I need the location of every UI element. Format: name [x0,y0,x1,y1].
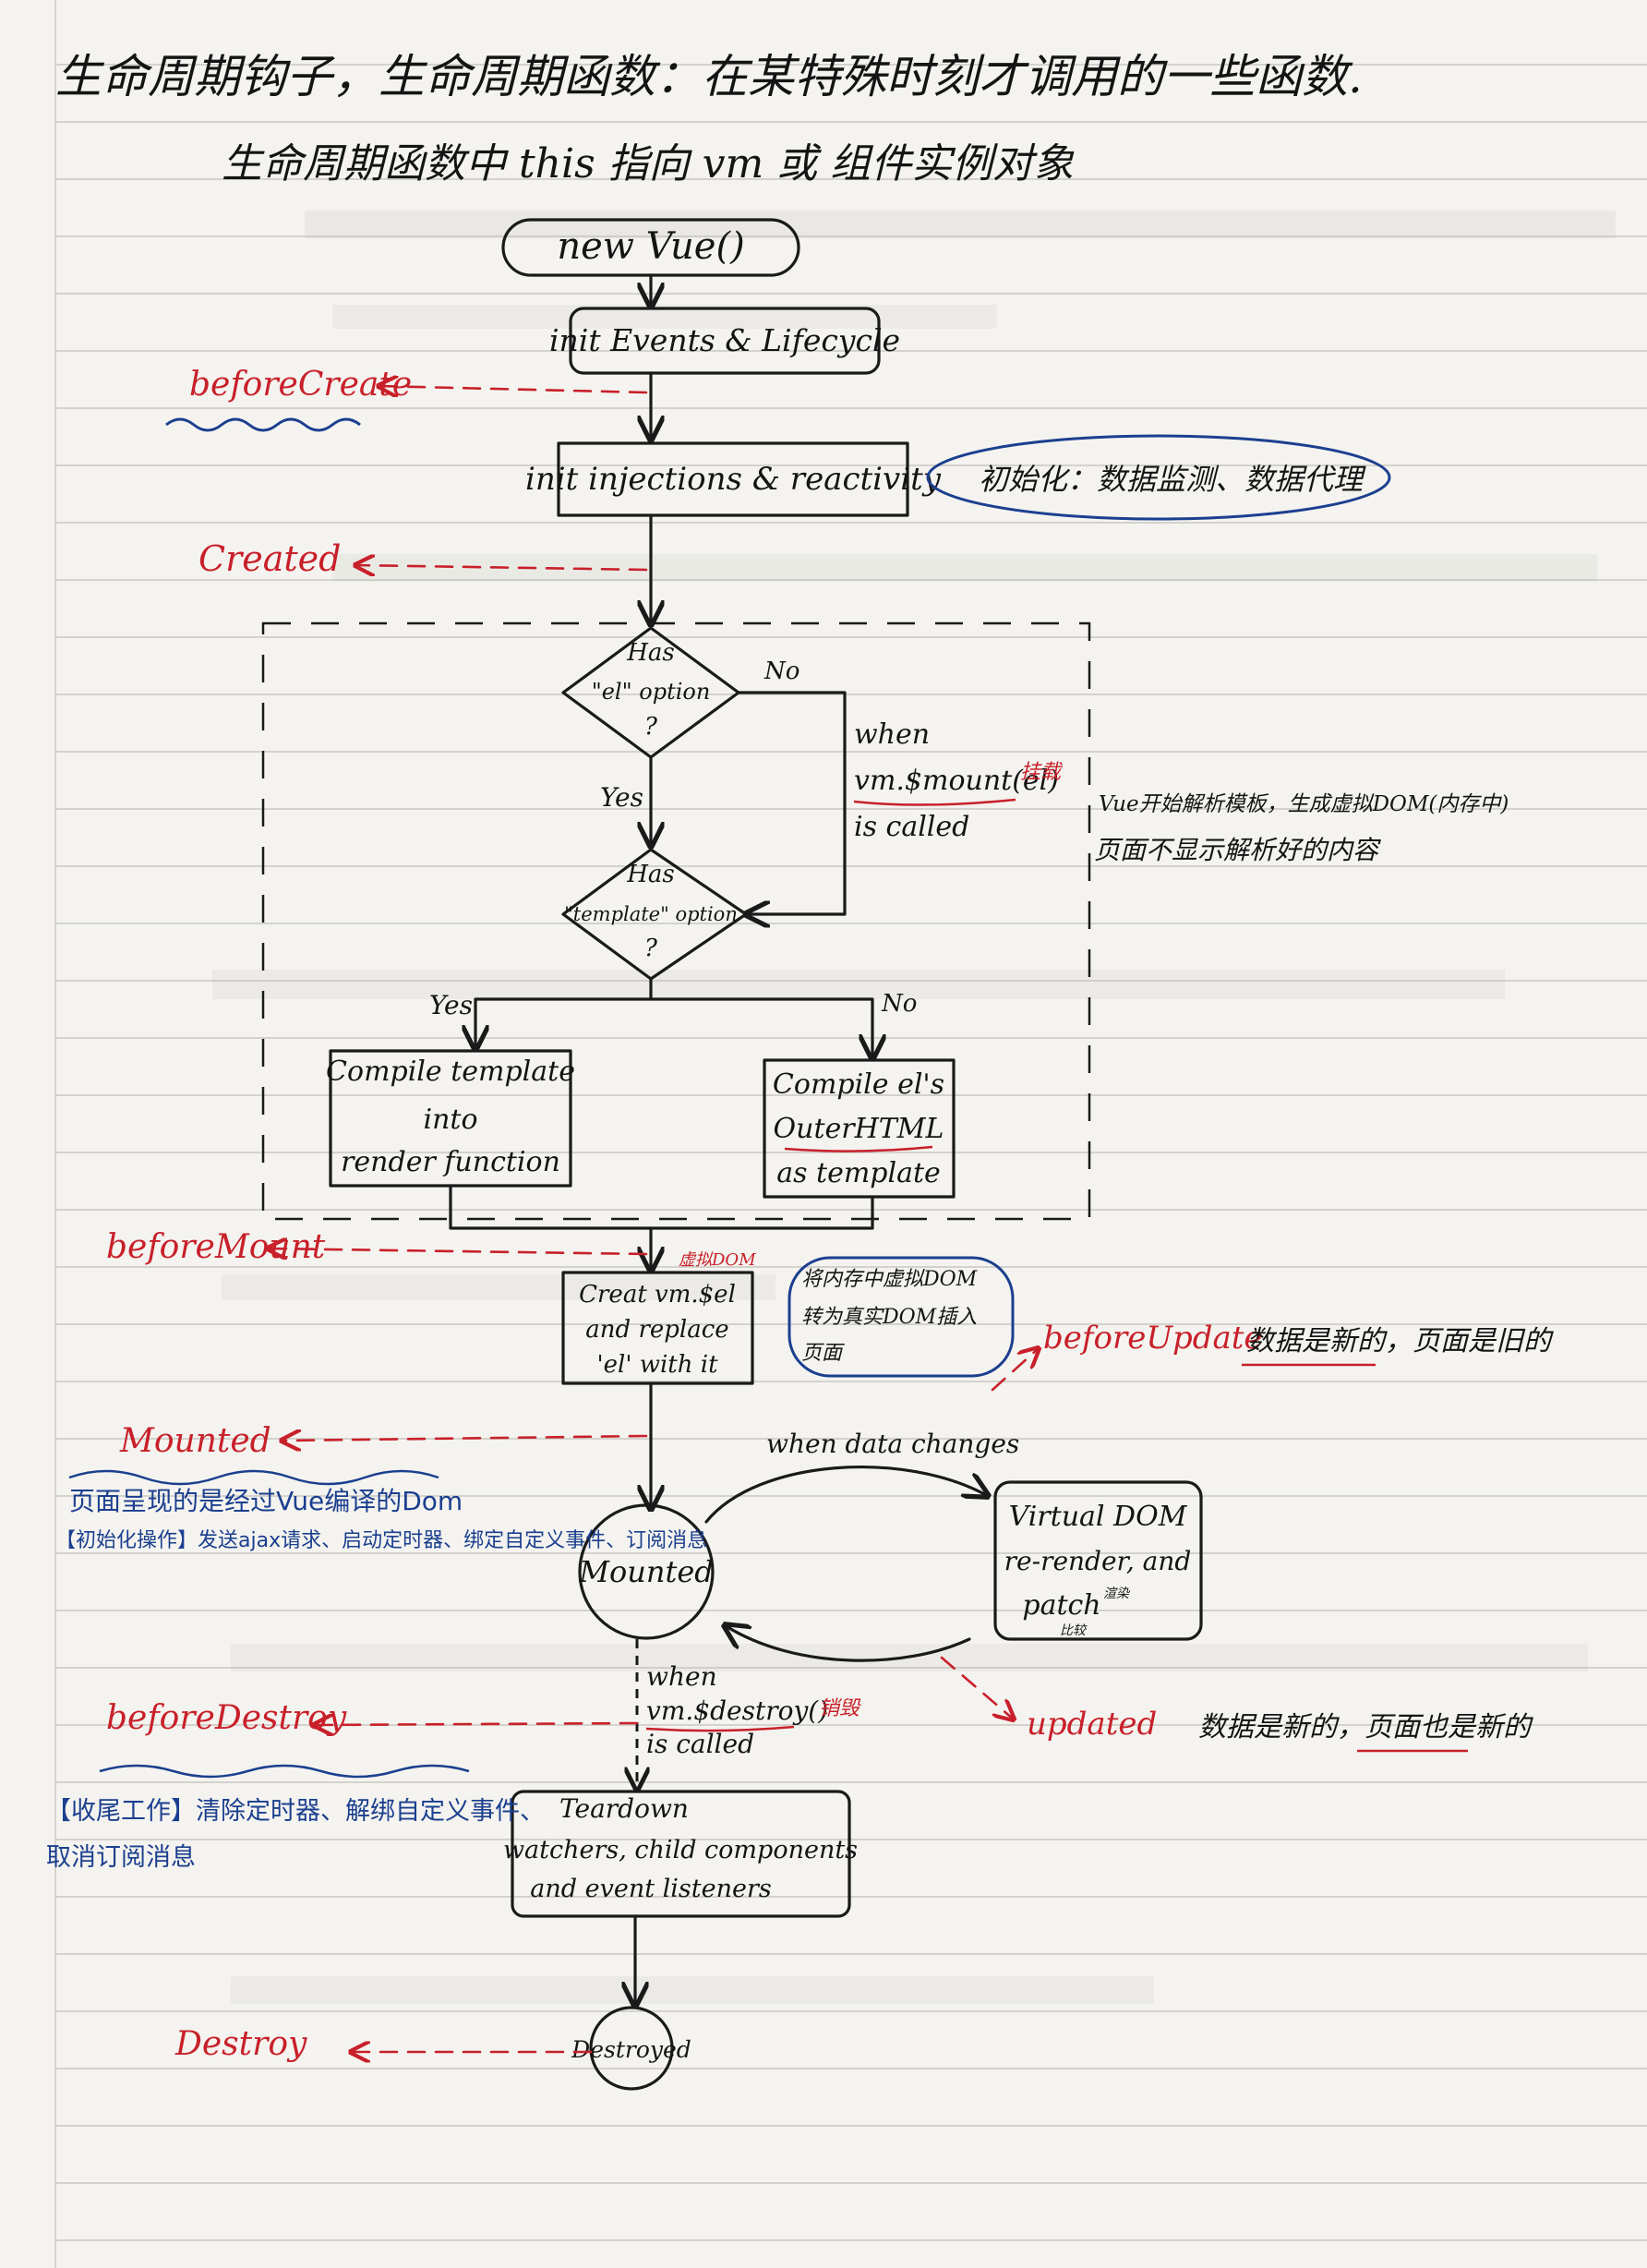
compile-el-line-3: as template [776,1157,941,1189]
init-injections-node [557,441,909,517]
init-injections-label: init injections & reactivity [525,461,942,498]
compile-note-line-1: Vue开始解析模板，生成虚拟DOM(内存中) [1099,792,1509,816]
virtual-dom-line-2: re-render, and [1004,1546,1192,1576]
create-el-note-line-1: 将内存中虚拟DOM [801,1268,978,1291]
has-el-line-2: "el" option [592,679,711,705]
create-el-note-outline [787,1256,1015,1378]
hook-mounted: Mounted [119,1422,271,1460]
when-mount-line-3: is called [854,811,969,843]
mounted-node-label: Mounted [578,1554,714,1589]
mount-tag: 挂载 [1020,761,1064,784]
has-el-no-label: No [763,657,799,685]
hook-before-destroy: beforeDestroy [106,1699,347,1737]
has-template-no-label: No [881,990,917,1018]
compile-template-line-2: into [423,1104,477,1136]
new-vue-label: new Vue() [557,225,744,268]
create-el-note-line-3: 页面 [801,1342,846,1365]
destroyed-node [589,2006,674,2091]
when-mount-line-1: when [854,718,930,751]
header-line-1: 生命周期钩子，生命周期函数：在某特殊时刻才调用的一些函数. [55,50,1363,103]
compile-el-node [763,1058,956,1199]
when-destroy-line-3: is called [646,1729,754,1759]
has-template-line-3: ? [644,935,658,962]
create-el-line-2: and replace [585,1316,728,1344]
bleed-through [212,211,1616,2004]
patch-tag: 比较 [1060,1623,1088,1638]
compile-note-line-2: 页面不显示解析好的内容 [1094,835,1381,865]
has-el-yes-label: Yes [600,782,643,813]
teardown-line-1: Teardown [559,1793,689,1824]
destroy-tag: 销毁 [819,1697,861,1720]
compile-el-line-1: Compile el's [773,1068,944,1101]
compile-region [261,621,1091,1221]
create-el-note-line-2: 转为真实DOM插入 [801,1306,977,1329]
compile-template-line-3: render function [341,1146,560,1178]
compile-el-line-2: OuterHTML [774,1113,944,1145]
destroyed-node-label: Destroyed [571,2036,691,2063]
mounted-note-line-2: 【初始化操作】发送ajax请求、启动定时器、绑定自定义事件、订阅消息 [55,1529,707,1552]
header-line-2: 生命周期函数中 this 指向 vm 或 组件实例对象 [222,140,1075,187]
compile-template-line-1: Compile template [326,1056,575,1088]
init-events-label: init Events & Lifecycle [549,322,900,358]
has-template-line-1: Has [626,861,675,888]
updated-note: 数据是新的，页面也是新的 [1198,1711,1533,1743]
hook-before-mount: beforeMount [106,1228,326,1266]
virtual-dom-node [993,1480,1203,1641]
create-el-node [561,1271,754,1385]
create-el-line-1: Creat vm.$el [579,1281,736,1309]
has-el-line-3: ? [644,713,658,741]
teardown-node [511,1790,851,1918]
hook-created: Created [198,538,341,579]
create-el-line-3: 'el' with it [596,1351,718,1379]
hook-updated: updated [1027,1706,1157,1743]
hook-before-create: beforeCreate [189,366,412,404]
ruled-lines [55,64,1647,2241]
before-destroy-note-line-2: 取消订阅消息 [46,1843,196,1872]
virtual-dom-tag: 虚拟DOM [679,1250,756,1270]
hook-destroyed: Destroy [174,2025,307,2063]
mounted-node [578,1503,715,1640]
teardown-line-3: and event listeners [530,1875,771,1903]
virtual-dom-line-3: patch [1022,1589,1100,1622]
init-note: 初始化：数据监测、数据代理 [979,462,1366,497]
init-note-outline [926,434,1391,521]
when-destroy-line-1: when [646,1661,717,1692]
when-mount-line-2: vm.$mount(el) [854,765,1059,797]
when-data-changes-label: when data changes [766,1429,1019,1459]
virtual-dom-line-1: Virtual DOM [1009,1501,1188,1533]
rerender-tag: 渲染 [1103,1586,1131,1601]
before-destroy-note-line-1: 【收尾工作】清除定时器、解绑自定义事件、 [46,1797,545,1826]
teardown-line-2: watchers, child components [503,1836,858,1864]
hook-before-update: beforeUpdate [1043,1320,1263,1357]
when-destroy-line-2: vm.$destroy() [646,1695,828,1726]
has-template-line-2: "template" option [564,903,738,925]
init-events-node [569,307,881,375]
has-el-line-1: Has [626,639,675,667]
before-update-note: 数据是新的，页面是旧的 [1246,1325,1554,1357]
mounted-note-line-1: 页面呈现的是经过Vue编译的Dom [69,1486,463,1516]
has-template-yes-label: Yes [429,990,473,1020]
